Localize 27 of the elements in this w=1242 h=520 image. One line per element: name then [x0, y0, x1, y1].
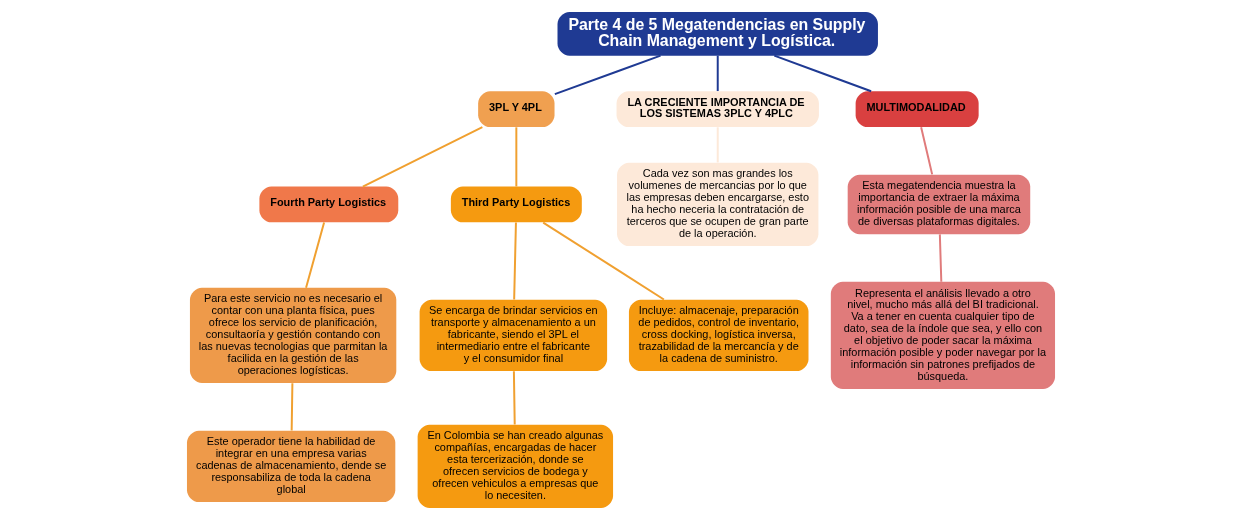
connector — [290, 382, 294, 432]
node-box: 3PL Y 4PL — [478, 91, 555, 128]
connector — [305, 221, 326, 289]
node-box: Incluye: almacenaje, preparación de pedidos, control de inventario, cross docking, logística inversa, trazabilidad de la mercancía y de la cadena de suministro. — [628, 299, 809, 372]
connector — [553, 54, 662, 96]
node-box: Cada vez son mas grandes los volumenes de mercancias por lo que las empresas deben encargarse, esto ha hecho neceria la contratación de terceros que se ocupen de gran parte de la operación. — [617, 162, 819, 247]
connector — [513, 221, 517, 301]
connector — [512, 370, 516, 426]
node-box: MULTIMODALIDAD — [855, 91, 979, 128]
node-box: Para este servicio no es necesario el contar con una planta física, pues ofrece los servicio de planificación, consultaoría y gestión contando con las nuevas tecnologias que parmitan la facilida en la gestión de las operaciones logísticas. — [189, 287, 397, 383]
connector — [920, 126, 934, 176]
connector — [361, 126, 484, 188]
node-box: Este operador tiene la habilidad de integrar en una empresa varias cadenas de almacenamiento, dende se responsabiliza de toda la cadena global — [186, 430, 396, 503]
node-box: Parte 4 de 5 Megatendencias en Supply Chain Management y Logística. — [557, 12, 878, 56]
node-box: LA CRECIENTE IMPORTANCIA DE LOS SISTEMAS 3PLC Y 4PLC — [616, 91, 819, 128]
connector — [773, 54, 873, 93]
connector — [515, 126, 518, 188]
connector — [938, 233, 943, 283]
node-box: Third Party Logistics — [450, 186, 582, 223]
node-box: Fourth Party Logistics — [259, 186, 399, 223]
node-box: Se encarga de brindar servicios en transporte y almacenamiento a un fabricante, siendo el 3PL el intermediario entre el fabricante y el consumidor final — [419, 299, 608, 372]
connector — [542, 221, 665, 301]
node-box: Representa el análisis llevado a otro nivel, mucho más allá del BI tradicional. Va a tener en cuenta cualquier tipo de dato, sea de la índole que sea, y ello con el objetivo de poder sacar la máxima información posible y poder navegar por la información sin patrones prefijados de búsqueda. — [830, 281, 1056, 389]
node-box: En Colombia se han creado algunas compañías, encargadas de hacer esta tercerización, donde se ofrecen servicios de bodega y ofrecen vehiculos a empresas que lo necesiten. — [417, 424, 614, 508]
connector — [716, 54, 719, 93]
node-box: Esta megatendencia muestra la importancia de extraer la máxima información posible de una marca de diversas plataformas digitales. — [847, 174, 1031, 235]
connector — [716, 126, 719, 164]
